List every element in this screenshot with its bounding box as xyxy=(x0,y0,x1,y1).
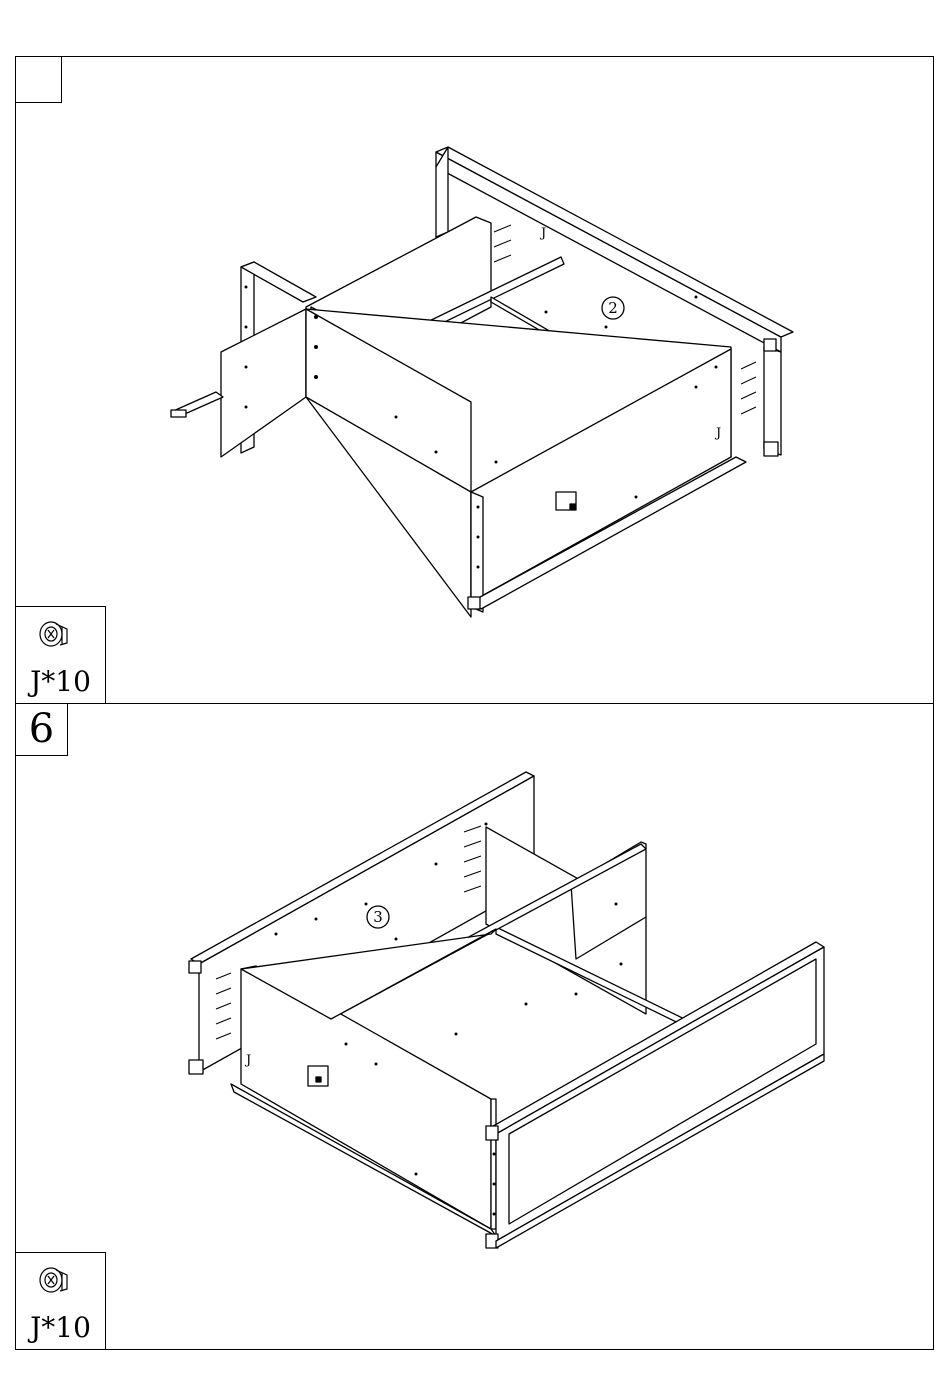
part-callout: 2 xyxy=(608,299,618,317)
svg-text:J: J xyxy=(244,1053,251,1068)
hardware-box: J*10 xyxy=(16,1252,106,1349)
assembly-step: 6 xyxy=(15,703,934,1350)
cam-lock-icon xyxy=(34,615,74,651)
hardware-quantity: J*10 xyxy=(16,1311,105,1345)
assembly-drawing: J 3 xyxy=(16,704,933,1349)
assembly-drawing: J J 2 xyxy=(16,57,933,703)
svg-text:J: J xyxy=(714,426,721,441)
assembly-step: J J 2 J*10 xyxy=(15,56,934,704)
part-callout: 3 xyxy=(373,908,383,926)
hardware-quantity: J*10 xyxy=(16,665,105,699)
svg-text:J: J xyxy=(539,226,546,241)
cam-lock-icon xyxy=(34,1261,74,1297)
hardware-box: J*10 xyxy=(16,606,106,703)
